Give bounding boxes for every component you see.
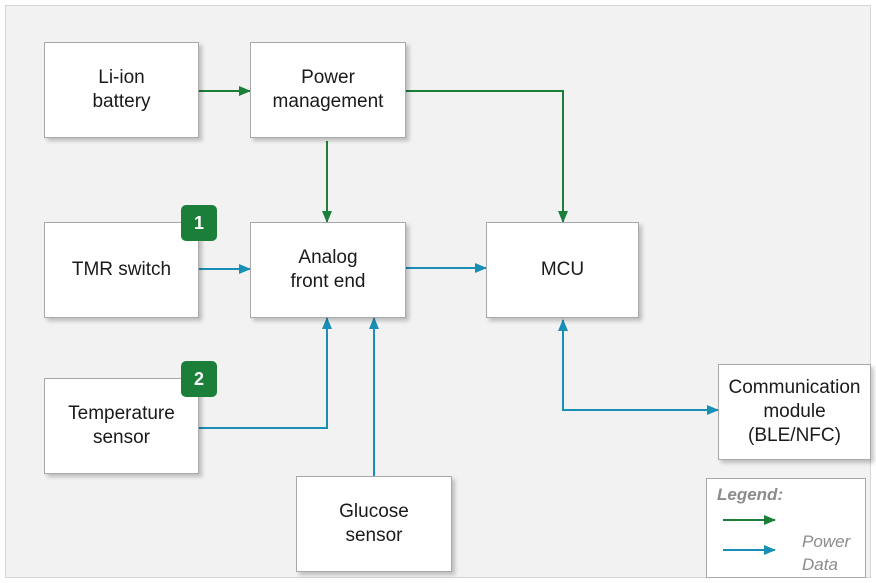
badge-1: 1 — [181, 205, 217, 241]
tmr-switch-block: TMR switch — [44, 222, 199, 318]
legend-data-label: Data — [802, 555, 838, 574]
mcu-block: MCU — [486, 222, 639, 318]
glucose-sensor-block: Glucose sensor — [296, 476, 452, 572]
temperature-sensor-block: Temperature sensor — [44, 378, 199, 474]
legend-swatches — [723, 515, 776, 555]
data-wire-mcu-comm — [558, 319, 719, 415]
communication-module-block: Communication module (BLE/NFC) — [718, 364, 871, 460]
data-wire-temperature-to-afe — [199, 317, 332, 429]
power-management-block: Power management — [250, 42, 406, 138]
analog-front-end-block: Analog front end — [250, 222, 406, 318]
legend-title: Legend: — [717, 485, 784, 504]
legend: Legend: Power Data — [706, 478, 866, 578]
power-wire-pm-to-mcu — [406, 90, 568, 223]
legend-power-label: Power — [802, 532, 851, 551]
badge-2: 2 — [181, 361, 217, 397]
battery-block: Li-ion battery — [44, 42, 199, 138]
